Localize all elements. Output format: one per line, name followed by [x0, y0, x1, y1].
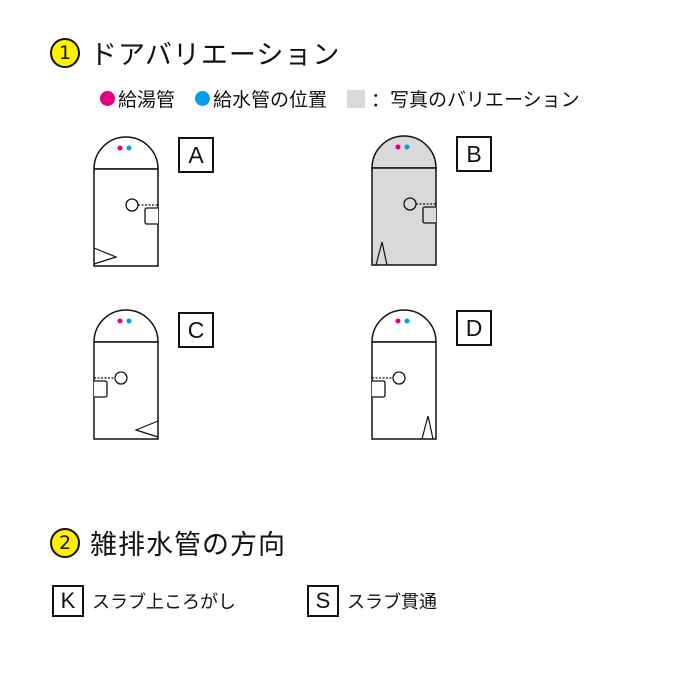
drain-option-s[interactable]: S スラブ貫通 — [307, 585, 437, 617]
section-1-title: 1 ドアバリエーション — [50, 33, 340, 72]
variant-c[interactable]: C — [92, 308, 222, 478]
legend-cold: 給水管の位置 — [195, 85, 327, 112]
drain-s-box: S — [307, 585, 339, 617]
legend: 給湯管 給水管の位置 ：写真のバリエーション — [100, 85, 600, 112]
legend-hot: 給湯管 — [100, 85, 175, 112]
variant-d-letter: D — [465, 314, 483, 341]
variant-b-letter: B — [466, 140, 482, 167]
drain-k-code: K — [60, 588, 76, 613]
section-1-heading: ドアバリエーション — [90, 40, 341, 71]
legend-cold-label: 給水管の位置 — [213, 89, 328, 111]
section-2-heading: 雑排水管の方向 — [90, 530, 286, 561]
section-1-number-badge: 1 — [50, 37, 80, 68]
section-2-number: 2 — [58, 531, 72, 554]
unit-c-diagram — [93, 309, 159, 440]
unit-a-diagram — [93, 136, 159, 267]
variant-d-label: D — [456, 310, 492, 346]
drain-k-box: K — [52, 585, 84, 617]
variant-c-label: C — [178, 312, 214, 348]
section-2-number-badge: 2 — [50, 527, 80, 558]
unit-d-diagram — [371, 309, 437, 440]
drain-option-k[interactable]: K スラブ上ころがし — [52, 585, 236, 617]
legend-photo-label: ：写真のバリエーション — [371, 89, 580, 111]
variant-a-letter: A — [188, 141, 204, 168]
variant-c-letter: C — [187, 316, 205, 343]
unit-b-diagram — [371, 135, 437, 266]
legend-photo: ：写真のバリエーション — [347, 85, 580, 112]
variant-b[interactable]: B — [370, 134, 500, 304]
section-1-number: 1 — [58, 41, 72, 64]
drain-s-code: S — [315, 588, 331, 613]
hot-pipe-dot-icon — [100, 91, 115, 106]
variant-a-label: A — [178, 137, 214, 173]
cold-pipe-dot-icon — [195, 91, 211, 106]
variant-a[interactable]: A — [92, 135, 222, 305]
variant-b-label: B — [456, 136, 492, 172]
variant-d[interactable]: D — [370, 308, 500, 478]
drain-k-label: スラブ上ころがし — [92, 592, 236, 613]
section-2-title: 2 雑排水管の方向 — [50, 523, 286, 562]
photo-variant-swatch-icon — [347, 89, 366, 108]
drain-s-label: スラブ貫通 — [347, 592, 437, 613]
legend-hot-label: 給湯管 — [118, 89, 176, 111]
